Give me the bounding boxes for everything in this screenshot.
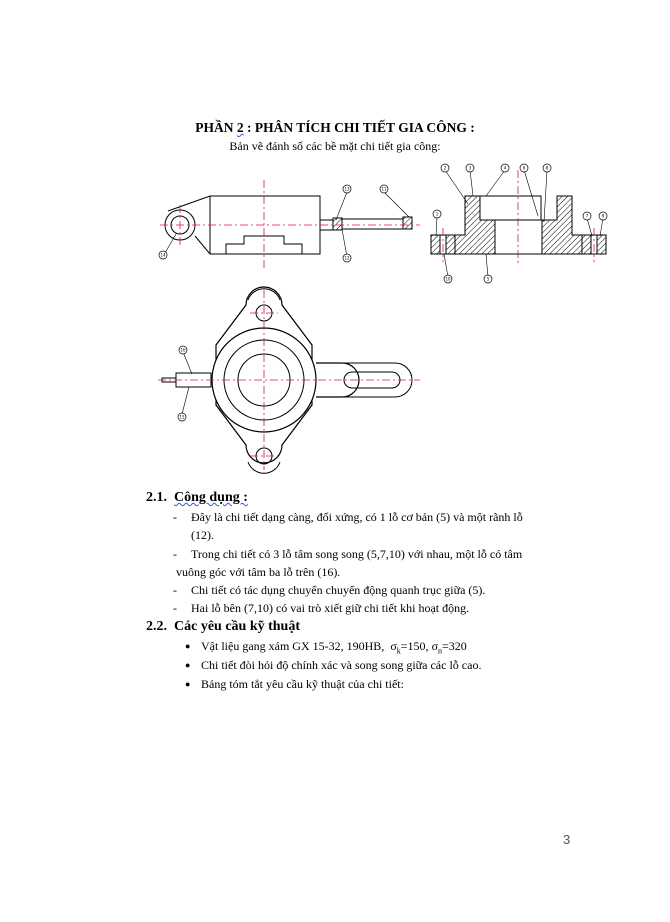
label-8: 8 xyxy=(546,166,549,171)
page-title: PHẦN 2 : PHÂN TÍCH CHI TIẾT GIA CÔNG : xyxy=(195,120,475,135)
section-2-1-item-4: -Hai lỗ bên (7,10) có vai trò xiết giữ c… xyxy=(173,601,470,615)
label-9: 9 xyxy=(602,214,605,219)
label-5: 5 xyxy=(487,277,490,282)
side-view xyxy=(160,180,420,270)
label-1: 1 xyxy=(436,212,439,217)
section-2-2-bullet-2: Chi tiết đòi hỏi độ chính xác và song so… xyxy=(185,657,481,674)
label-2: 2 xyxy=(444,166,447,171)
top-view xyxy=(158,286,420,474)
section-view xyxy=(430,169,607,278)
label-3: 3 xyxy=(469,166,472,171)
section-2-1-item-2-cont: vuông góc với tâm ba lỗ trên (16). xyxy=(176,565,341,579)
label-6: 6 xyxy=(523,166,526,171)
label-10: 10 xyxy=(445,277,451,282)
section-2-2-bullet-1: Vật liệu gang xám GX 15-32, 190HB, σk=15… xyxy=(185,638,467,659)
side-view-labels: 13 11 12 14 xyxy=(158,184,389,263)
section-view-labels: 2 3 4 6 8 1 7 9 10 5 xyxy=(432,163,608,284)
label-7: 7 xyxy=(586,214,589,219)
label-13: 13 xyxy=(344,187,350,192)
label-14: 14 xyxy=(160,253,166,258)
page-number: 3 xyxy=(563,832,571,847)
section-2-1-heading: 2.1.Công dụng : xyxy=(146,490,248,505)
label-12: 12 xyxy=(344,256,350,261)
title-part-number: 2 xyxy=(236,120,244,135)
section-2-1-item-3: -Chi tiết có tác dụng chuyển chuyển động… xyxy=(173,583,486,597)
label-16: 16 xyxy=(180,348,186,353)
section-2-2-bullet-3: Bảng tóm tắt yêu cầu kỹ thuật của chi ti… xyxy=(185,676,404,693)
section-2-1-item-1-cont: (12). xyxy=(191,528,214,542)
drawing-caption: Bản vẽ đánh số các bề mặt chi tiết gia c… xyxy=(229,139,441,153)
label-11: 11 xyxy=(381,187,387,192)
section-2-1-item-2: -Trong chi tiết có 3 lỗ tâm song song (5… xyxy=(173,547,523,561)
section-2-1-item-1: -Đây là chi tiết dạng càng, đối xứng, có… xyxy=(173,510,523,524)
top-view-labels: 16 15 xyxy=(177,345,188,422)
section-2-2-heading: 2.2.Các yêu cầu kỹ thuật xyxy=(146,619,301,634)
label-4: 4 xyxy=(504,166,507,171)
label-15: 15 xyxy=(179,415,185,420)
